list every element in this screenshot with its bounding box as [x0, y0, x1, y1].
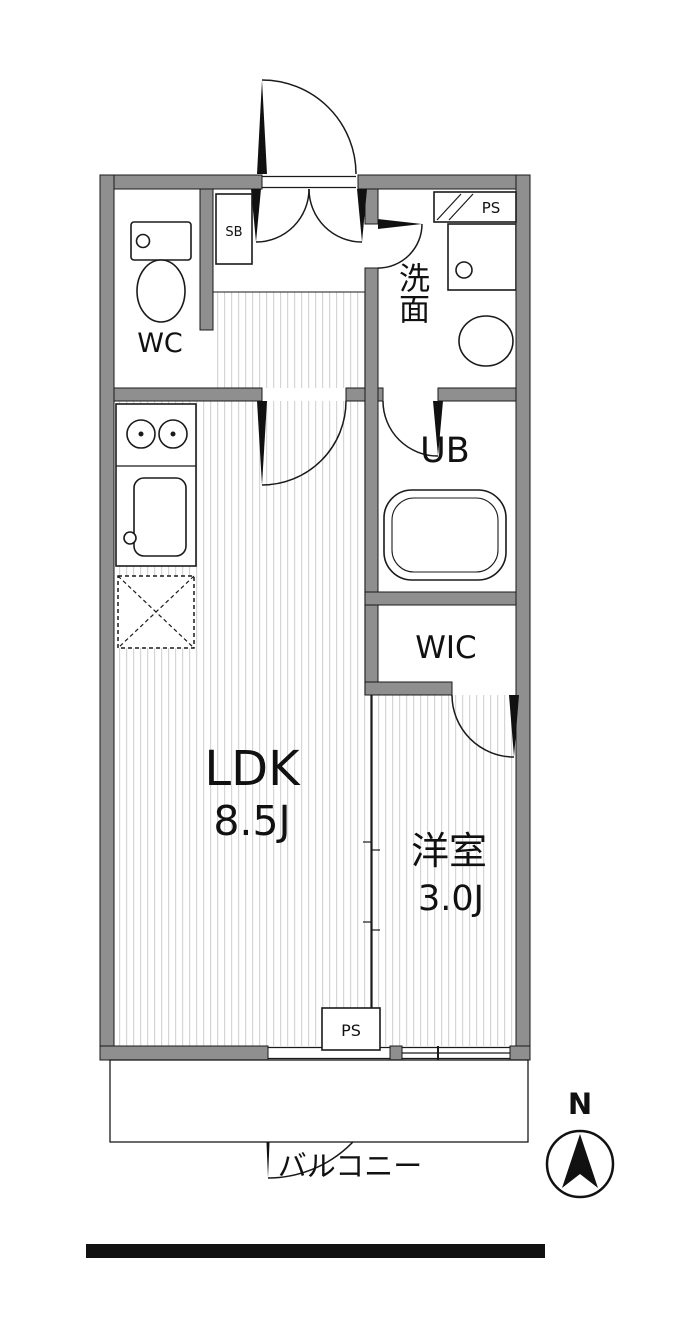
wall-mid-horizontal-a: [113, 387, 263, 402]
walls: [99, 174, 531, 1061]
kitchen-counter-icon: [115, 403, 197, 567]
wall-ub-wic-divider: [364, 591, 517, 606]
wall-wic-room-divider: [364, 681, 453, 696]
washroom-door: [377, 219, 423, 269]
wall-right: [515, 174, 531, 1061]
wall-bottom-left: [99, 1045, 269, 1061]
pipe-space-top: PS: [433, 191, 517, 223]
sliding-partition: [363, 695, 380, 1008]
pipe-space-top-label: PS: [482, 199, 501, 217]
wic-door: [451, 694, 519, 758]
wall-center-vertical: [364, 267, 379, 696]
wash-basin-icon: [458, 315, 514, 367]
kitchen-sink-icon: [133, 477, 187, 557]
wall-wc-right: [199, 188, 214, 331]
ldk-size-label: 8.5J: [213, 797, 290, 845]
windows-and-thresholds: [262, 175, 510, 1080]
wall-bottom-right: [509, 1045, 531, 1061]
wall-mid-horizontal-c: [437, 387, 517, 402]
ldk-door: [257, 400, 347, 486]
western-room-label: 洋室: [411, 829, 487, 873]
wic-label: WIC: [415, 630, 476, 666]
ground-bar: [86, 1244, 545, 1258]
wall-bottom-mullion: [389, 1045, 403, 1061]
balcony-label: バルコニー: [278, 1149, 422, 1183]
washroom-label: 洗面: [393, 262, 429, 324]
refrigerator-space-icon: [117, 575, 195, 649]
bathtub-icon: [383, 489, 507, 581]
wc-label: WC: [137, 328, 183, 359]
pipe-space-bottom-label: PS: [341, 1021, 361, 1040]
wall-center-vertical-top: [364, 188, 379, 225]
unit-bath-label: UB: [420, 431, 470, 471]
north-label: N: [568, 1087, 592, 1121]
balcony: バルコニー: [109, 1059, 529, 1183]
entrance-closet-doors: [251, 188, 367, 243]
pipe-space-bottom: PS: [321, 1007, 381, 1051]
ldk-label: LDK: [204, 741, 301, 797]
entrance-door: [257, 79, 357, 175]
faucet-icon: [123, 531, 137, 545]
shoe-box: SB: [215, 193, 253, 265]
north-compass: N: [545, 1087, 615, 1199]
wall-left: [99, 174, 115, 1061]
western-room-size-label: 3.0J: [418, 879, 484, 919]
washstand-icon: [447, 223, 517, 367]
toilet-icon: [130, 221, 192, 323]
wall-top-left: [99, 174, 263, 190]
wall-top-right: [357, 174, 531, 190]
compass-needle-icon: [562, 1134, 598, 1188]
shoe-box-label: SB: [225, 225, 242, 240]
unit-bath-door: [382, 400, 443, 457]
hall-floor: [213, 292, 365, 388]
